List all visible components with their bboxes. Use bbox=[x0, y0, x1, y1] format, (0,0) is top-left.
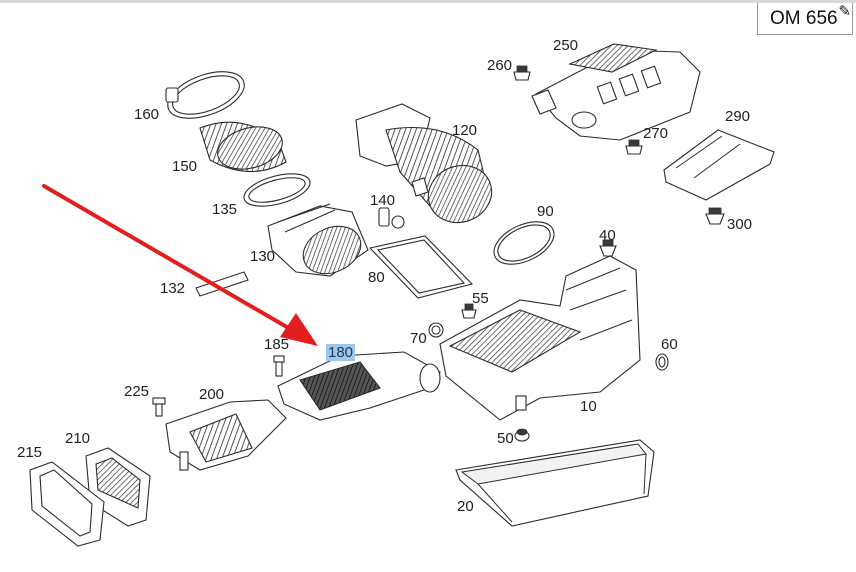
engine-code-badge[interactable]: OM 656 ✎ bbox=[757, 3, 853, 35]
part-270-grommet[interactable] bbox=[625, 139, 643, 155]
part-label-185[interactable]: 185 bbox=[264, 336, 290, 353]
part-135-seal-ring[interactable] bbox=[241, 168, 314, 213]
part-label-10[interactable]: 10 bbox=[580, 398, 597, 415]
part-label-160[interactable]: 160 bbox=[134, 106, 160, 123]
pointer-arrow-icon bbox=[42, 184, 318, 346]
top-border bbox=[0, 0, 856, 3]
part-80-gasket-frame[interactable] bbox=[368, 235, 474, 299]
part-label-180-selected[interactable]: 180 bbox=[326, 344, 356, 361]
part-40-grommet[interactable] bbox=[599, 239, 617, 257]
part-130-intake-adapter[interactable] bbox=[267, 203, 369, 283]
part-label-150[interactable]: 150 bbox=[172, 158, 198, 175]
part-label-55[interactable]: 55 bbox=[472, 290, 489, 307]
part-60-grommet-ring[interactable] bbox=[655, 353, 669, 371]
part-label-270[interactable]: 270 bbox=[643, 125, 669, 142]
part-label-300[interactable]: 300 bbox=[727, 216, 753, 233]
part-label-135[interactable]: 135 bbox=[212, 201, 238, 218]
part-label-215[interactable]: 215 bbox=[17, 444, 43, 461]
part-300-grommet[interactable] bbox=[705, 207, 725, 225]
part-label-70[interactable]: 70 bbox=[410, 330, 427, 347]
part-180-intake-duct[interactable] bbox=[277, 351, 441, 421]
part-55-fastener[interactable] bbox=[461, 303, 477, 319]
part-label-210[interactable]: 210 bbox=[65, 430, 91, 447]
part-label-40[interactable]: 40 bbox=[599, 227, 616, 244]
part-label-50[interactable]: 50 bbox=[497, 430, 514, 447]
part-90-o-ring[interactable] bbox=[487, 213, 560, 273]
part-label-130[interactable]: 130 bbox=[250, 248, 276, 265]
part-label-225[interactable]: 225 bbox=[124, 383, 150, 400]
part-label-140[interactable]: 140 bbox=[370, 192, 396, 209]
part-215-frame[interactable] bbox=[29, 461, 105, 547]
part-20-filter-element[interactable] bbox=[455, 439, 655, 527]
part-120-intake-duct[interactable] bbox=[355, 103, 500, 231]
part-10-filter-housing[interactable] bbox=[439, 255, 641, 421]
part-140-clip[interactable] bbox=[378, 207, 405, 229]
part-185-bolt[interactable] bbox=[273, 355, 285, 377]
pencil-icon[interactable]: ✎ bbox=[838, 3, 851, 20]
part-label-290[interactable]: 290 bbox=[725, 108, 751, 125]
part-label-20[interactable]: 20 bbox=[457, 498, 474, 515]
part-150-corrugated-hose[interactable] bbox=[199, 120, 287, 176]
part-50-grommet[interactable] bbox=[514, 428, 530, 442]
part-label-80[interactable]: 80 bbox=[368, 269, 385, 286]
part-250-engine-cover[interactable] bbox=[531, 43, 701, 141]
part-225-bolt[interactable] bbox=[152, 397, 166, 417]
part-260-grommet[interactable] bbox=[513, 65, 531, 81]
part-160-clamp-ring[interactable] bbox=[162, 63, 251, 128]
part-290-cover-plate[interactable] bbox=[663, 129, 775, 201]
part-70-grommet-ring[interactable] bbox=[428, 322, 444, 338]
part-label-90[interactable]: 90 bbox=[537, 203, 554, 220]
part-label-60[interactable]: 60 bbox=[661, 336, 678, 353]
part-label-250[interactable]: 250 bbox=[553, 37, 579, 54]
part-132-label[interactable] bbox=[195, 271, 249, 297]
part-label-120[interactable]: 120 bbox=[452, 122, 478, 139]
part-label-132[interactable]: 132 bbox=[160, 280, 186, 297]
part-label-200[interactable]: 200 bbox=[199, 386, 225, 403]
engine-code: OM 656 bbox=[770, 8, 838, 29]
part-label-260[interactable]: 260 bbox=[487, 57, 513, 74]
part-200-intake-duct[interactable] bbox=[165, 399, 287, 471]
